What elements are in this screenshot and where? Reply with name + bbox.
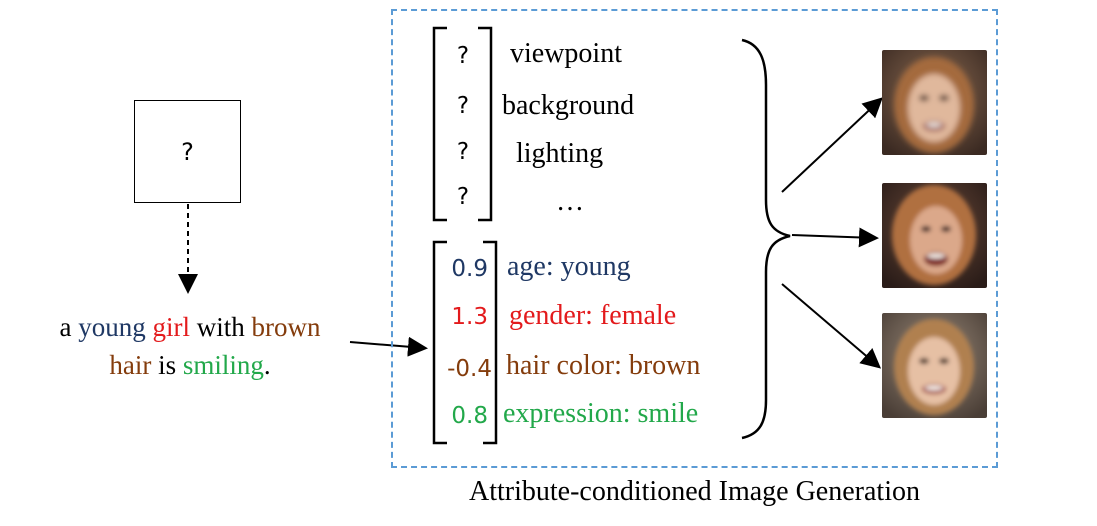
attr-ellipsis: …	[556, 186, 584, 217]
known-value-age: 0.9	[451, 256, 488, 282]
output-arrow-3	[781, 283, 882, 369]
word-girl: girl	[152, 312, 190, 342]
attr-expression: expression: smile	[503, 398, 699, 429]
unknown-image-label: ?	[181, 137, 194, 166]
generated-face-1	[882, 50, 987, 155]
unknown-left-bracket	[432, 26, 447, 222]
known-value-expression: 0.8	[451, 403, 488, 429]
generated-face-3	[882, 313, 987, 418]
known-right-bracket	[483, 240, 498, 445]
unknown-value-viewpoint: ?	[456, 43, 470, 69]
output-arrow-2	[791, 227, 879, 248]
word-a: a	[59, 312, 79, 342]
unknown-right-bracket	[478, 26, 493, 222]
combine-brace	[741, 38, 791, 440]
known-value-hair: -0.4	[447, 356, 492, 382]
attr-background: background	[502, 90, 635, 121]
attr-age: age: young	[507, 251, 631, 282]
unknown-value-more: ?	[456, 184, 470, 210]
attr-lighting: lighting	[516, 138, 604, 169]
word-brown: brown	[251, 312, 321, 342]
known-left-bracket	[432, 240, 447, 445]
word-smiling: smiling	[182, 350, 264, 380]
unknown-value-lighting: ?	[456, 139, 470, 165]
diagram-caption: Attribute-conditioned Image Generation	[469, 476, 920, 507]
word-young: young	[78, 312, 146, 342]
attr-gender: gender: female	[509, 300, 677, 331]
word-hair: hair	[109, 350, 152, 380]
input-sentence: a young girl with brown hair is smiling.	[10, 308, 370, 384]
word-period: .	[263, 350, 271, 380]
attr-viewpoint: viewpoint	[510, 38, 622, 69]
attribute-panel	[391, 9, 998, 468]
unknown-image-box: ?	[134, 100, 241, 203]
unknown-value-background: ?	[456, 93, 470, 119]
input-arrow	[349, 336, 428, 357]
generated-face-2	[882, 183, 987, 288]
attr-hair-color: hair color: brown	[506, 350, 701, 381]
output-arrow-1	[781, 97, 883, 193]
known-value-gender: 1.3	[451, 304, 488, 330]
word-is: is	[151, 350, 183, 380]
word-with: with	[189, 312, 252, 342]
